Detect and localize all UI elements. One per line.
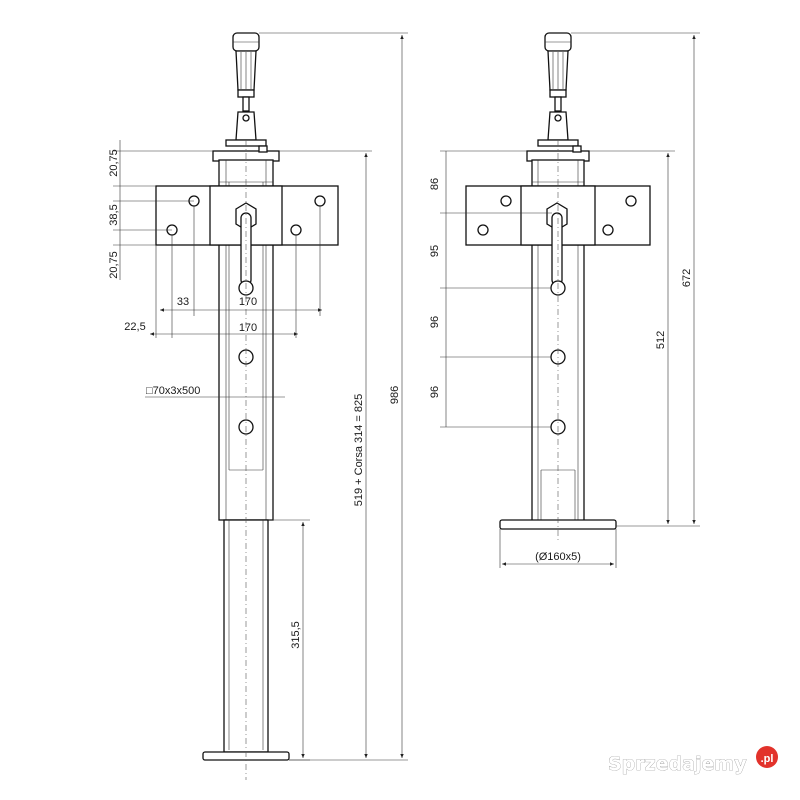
tube-size-text: □70x3x500 <box>146 385 200 397</box>
watermark-suffix: .pl <box>761 753 774 765</box>
dim-lower-leg: 315,5 <box>290 621 302 649</box>
dim-total-height: 986 <box>389 386 401 404</box>
dim-bottom-gap: 20,75 <box>108 251 120 279</box>
dim-right-total-height: 672 <box>681 269 693 287</box>
dim-foot-plate: (Ø160x5) <box>535 551 581 563</box>
travel-dimension: 519 + Corsa 314 = 825 <box>279 150 408 761</box>
right-upper-dimension: 512 <box>589 150 700 527</box>
dim-inner-hole-offset: 33 <box>177 296 189 308</box>
dim-pitch-3: 96 <box>429 316 441 328</box>
left-jack-view: 20,75 38,5 20,75 33 170 22,5 170 □70x3x5… <box>108 32 408 780</box>
right-pitch-dimensions: 86 95 96 96 <box>429 150 552 428</box>
watermark-badge-icon <box>756 746 778 768</box>
dim-holes-spacing-bottom: 170 <box>239 322 257 334</box>
right-total-dimension: 672 <box>571 32 700 524</box>
dim-pitch-2: 95 <box>429 245 441 257</box>
watermark-text: Sprzedajemy <box>608 753 747 775</box>
total-height-dimension: 986 <box>259 32 408 758</box>
right-slot-bolt <box>546 202 568 286</box>
dim-pitch-4: 96 <box>429 386 441 398</box>
watermark: Sprzedajemy .pl <box>608 746 778 775</box>
left-horizontal-dimensions: 33 170 22,5 170 <box>124 206 322 338</box>
right-foot-plate: (Ø160x5) <box>499 519 617 568</box>
left-vertical-dimensions: 20,75 38,5 20,75 <box>108 140 213 280</box>
dim-hole-spacing: 38,5 <box>108 204 120 225</box>
dim-upper-height: 512 <box>655 331 667 349</box>
dim-outer-offset: 22,5 <box>124 321 145 333</box>
tube-section-label: □70x3x500 <box>145 385 285 398</box>
right-jack-view: (Ø160x5) 86 95 96 96 512 672 <box>429 32 700 568</box>
dim-travel: 519 + Corsa 314 = 825 <box>353 394 365 507</box>
dim-holes-spacing-top: 170 <box>239 296 257 308</box>
dim-pitch-1: 86 <box>429 178 441 190</box>
lower-leg-dimension: 315,5 <box>268 519 310 761</box>
left-mount-bracket <box>155 185 339 246</box>
dim-top-gap: 20,75 <box>108 149 120 177</box>
